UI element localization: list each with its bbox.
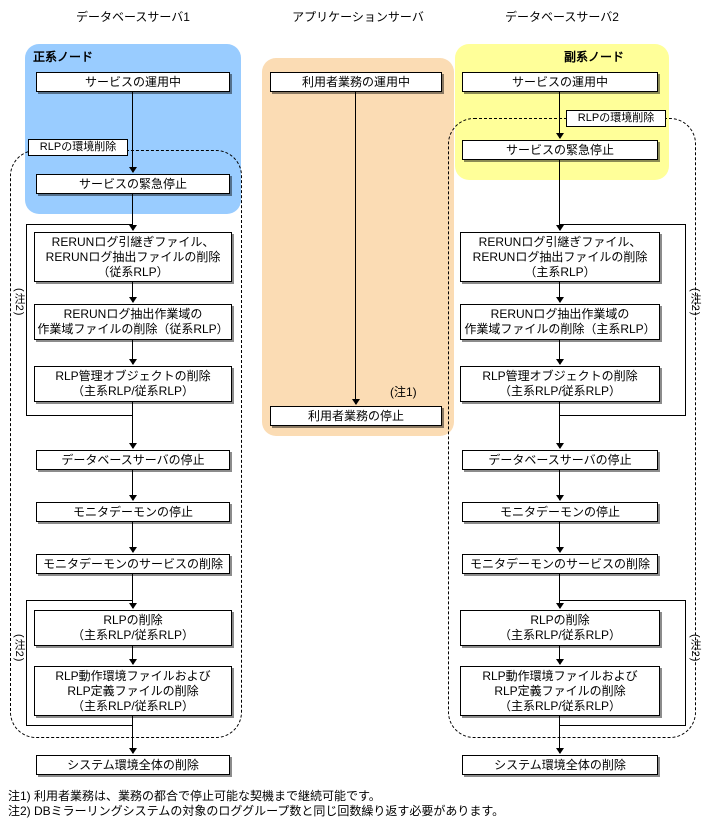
note2-vertical-label-db1-upper: (注2) xyxy=(13,288,25,317)
flow-box-line: RLP動作環境ファイルおよび xyxy=(482,668,638,683)
flow-box-line: RERUNログ引継ぎファイル、 xyxy=(51,234,215,249)
flow-box-line: （主系RLP/従系RLP） xyxy=(71,698,195,713)
arrow-down xyxy=(555,522,564,553)
arrow-down xyxy=(555,402,564,449)
flow-box-line: RLPの削除 xyxy=(103,613,163,627)
arrow-down xyxy=(555,282,564,303)
flow-box-line: （主系RLP/従系RLP） xyxy=(498,628,622,642)
flow-box-line: RERUNログ抽出作業域の xyxy=(490,307,630,321)
arrow-down xyxy=(555,574,564,609)
arrow-down xyxy=(555,160,564,231)
arrow-down xyxy=(128,194,137,231)
flow-box-line: RERUNログ抽出ファイルの削除 xyxy=(472,249,648,264)
flow-box-line: （主系RLP/従系RLP） xyxy=(498,698,622,713)
footnote-2: 注2) DBミラーリングシステムの対象のロググループ数と同じ回数繰り返す必要があ… xyxy=(8,804,505,818)
flow-box-line: RLP管理オブジェクトの削除 xyxy=(55,369,211,383)
flow-box-emergency-stop-db2: サービスの緊急停止 xyxy=(462,140,658,160)
secondary-node-label: 副系ノード xyxy=(564,50,625,64)
note1-inline-label: (注1) xyxy=(390,385,417,399)
flow-box-db-server-stop-db1: データベースサーバの停止 xyxy=(36,450,230,470)
flow-box-monitor-service-delete-db2: モニタデーモンのサービスの削除 xyxy=(462,554,658,574)
loop-bracket-db1-upper xyxy=(26,224,133,416)
arrow-down xyxy=(128,522,137,553)
flow-box-user-business-stop: 利用者業務の停止 xyxy=(270,406,442,426)
flow-box-line: RLP定義ファイルの削除 xyxy=(67,683,199,698)
flow-box-rlp-delete-db2: RLPの削除 （主系RLP/従系RLP） xyxy=(460,610,660,646)
flow-box-emergency-stop-db1: サービスの緊急停止 xyxy=(36,174,230,194)
flow-box-rlp-env-file-delete-db2: RLP動作環境ファイルおよび RLP定義ファイルの削除 （主系RLP/従系RLP… xyxy=(460,666,660,716)
flow-box-line: RERUNログ抽出作業域の xyxy=(63,307,203,321)
arrow-down xyxy=(128,340,137,365)
rlp-env-delete-tag-db2: RLPの環境削除 xyxy=(566,110,666,127)
flow-box-rlp-mgmt-object-delete-db2: RLP管理オブジェクトの削除 （主系RLP/従系RLP） xyxy=(460,366,660,402)
flow-box-rerun-log-delete-db2: RERUNログ引継ぎファイル、 RERUNログ抽出ファイルの削除 （主系RLP） xyxy=(460,232,660,282)
arrow-down xyxy=(555,92,564,139)
rlp-env-delete-tag-db1: RLPの環境削除 xyxy=(28,139,128,156)
flow-box-rlp-delete-db1: RLPの削除 （主系RLP/従系RLP） xyxy=(34,610,232,646)
flow-box-line: 作業域ファイルの削除（従系RLP） xyxy=(37,322,229,336)
arrow-down xyxy=(128,402,137,449)
arrow-down xyxy=(128,646,137,665)
flow-box-line: （主系RLP/従系RLP） xyxy=(71,384,195,398)
arrow-down xyxy=(555,646,564,665)
note2-vertical-label-db2-upper: (注2) xyxy=(689,288,701,317)
flow-box-db-server-stop-db2: データベースサーバの停止 xyxy=(462,450,658,470)
arrow-down xyxy=(128,716,137,754)
flow-box-line: 作業域ファイルの削除（主系RLP） xyxy=(464,322,656,336)
flow-box-service-running-db1: サービスの運用中 xyxy=(36,72,230,92)
loop-bracket-db2-lower xyxy=(560,600,686,726)
flow-box-line: RERUNログ引継ぎファイル、 xyxy=(478,234,642,249)
footnote-1: 注1) 利用者業務は、業務の都合で停止可能な契機まで継続可能です。 xyxy=(8,789,381,803)
flow-box-rerun-workarea-delete-db2: RERUNログ抽出作業域の 作業域ファイルの削除（主系RLP） xyxy=(460,304,660,340)
flow-box-rerun-workarea-delete-db1: RERUNログ抽出作業域の 作業域ファイルの削除（従系RLP） xyxy=(34,304,232,340)
arrow-down xyxy=(555,470,564,501)
flow-box-service-running-db2: サービスの運用中 xyxy=(462,72,658,92)
flow-box-monitor-daemon-stop-db1: モニタデーモンの停止 xyxy=(36,502,230,522)
flow-box-line: RERUNログ抽出ファイルの削除 xyxy=(45,249,221,264)
flow-box-line: （主系RLP/従系RLP） xyxy=(71,628,195,642)
flow-box-line: RLP管理オブジェクトの削除 xyxy=(482,369,638,383)
loop-bracket-db2-upper xyxy=(560,224,686,416)
arrow-down xyxy=(555,340,564,365)
arrow-down xyxy=(555,716,564,754)
flow-box-monitor-daemon-stop-db2: モニタデーモンの停止 xyxy=(462,502,658,522)
application-server-region xyxy=(262,58,454,436)
flow-box-monitor-service-delete-db1: モニタデーモンのサービスの削除 xyxy=(36,554,230,574)
arrow-down xyxy=(351,92,360,405)
flow-box-line: RLPの削除 xyxy=(530,613,590,627)
column-header-db1: データベースサーバ1 xyxy=(76,10,190,24)
arrow-down xyxy=(128,92,137,173)
arrow-down xyxy=(128,470,137,501)
flow-box-rerun-log-delete-db1: RERUNログ引継ぎファイル、 RERUNログ抽出ファイルの削除 （従系RLP） xyxy=(34,232,232,282)
note2-vertical-label-db2-lower: (注2) xyxy=(689,634,701,663)
flow-box-line: （従系RLP） xyxy=(97,264,169,279)
flow-box-user-business-running: 利用者業務の運用中 xyxy=(270,72,442,92)
column-header-app: アプリケーションサーバ xyxy=(292,10,424,24)
note2-vertical-label-db1-lower: (注2) xyxy=(13,634,25,663)
flow-box-line: RLP動作環境ファイルおよび xyxy=(55,668,211,683)
flow-box-rlp-env-file-delete-db1: RLP動作環境ファイルおよび RLP定義ファイルの削除 （主系RLP/従系RLP… xyxy=(34,666,232,716)
flow-box-line: RLP定義ファイルの削除 xyxy=(494,683,626,698)
flow-box-line: （主系RLP/従系RLP） xyxy=(498,384,622,398)
loop-bracket-db1-lower xyxy=(26,600,133,726)
flow-box-rlp-mgmt-object-delete-db1: RLP管理オブジェクトの削除 （主系RLP/従系RLP） xyxy=(34,366,232,402)
flow-box-system-env-delete-db1: システム環境全体の削除 xyxy=(36,755,230,775)
arrow-down xyxy=(128,574,137,609)
arrow-down xyxy=(128,282,137,303)
column-header-db2: データベースサーバ2 xyxy=(505,10,619,24)
flow-box-line: （主系RLP） xyxy=(524,264,596,279)
primary-node-label: 正系ノード xyxy=(33,50,94,64)
flow-box-system-env-delete-db2: システム環境全体の削除 xyxy=(462,755,658,775)
